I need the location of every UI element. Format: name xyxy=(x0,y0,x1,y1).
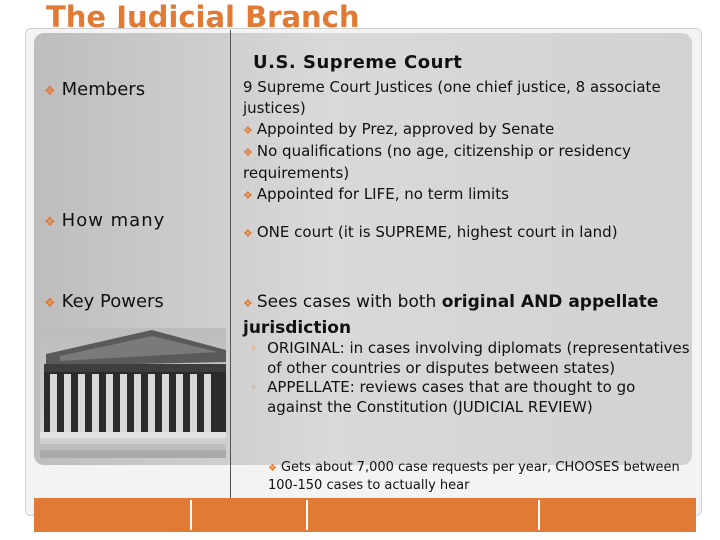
row-label-members: ❖Members xyxy=(44,79,146,100)
appellate-point: ◦APPELLATE: reviews cases that are thoug… xyxy=(250,378,636,416)
supreme-court-building-image xyxy=(40,328,226,458)
table-header: U.S. Supreme Court xyxy=(253,52,463,73)
bullet-icon: ❖ xyxy=(243,297,253,310)
key-powers-lead: ❖Sees cases with both original AND appel… xyxy=(243,292,659,338)
bottom-cell xyxy=(308,500,540,530)
members-line3: ❖No qualifications (no age, citizenship … xyxy=(243,142,631,182)
circle-bullet-icon: ◦ xyxy=(250,380,258,394)
key-powers-subpoints: ◦ORIGINAL: in cases involving diplomats … xyxy=(250,339,690,417)
bullet-icon: ❖ xyxy=(243,146,253,159)
members-line1: 9 Supreme Court Justices (one chief just… xyxy=(243,78,661,117)
circle-bullet-icon: ◦ xyxy=(250,341,258,355)
how-many-content: ❖ONE court (it is SUPREME, highest court… xyxy=(243,223,618,241)
members-line4: ❖Appointed for LIFE, no term limits xyxy=(243,185,509,203)
bullet-icon: ❖ xyxy=(243,189,253,202)
bullet-icon: ❖ xyxy=(268,463,277,474)
members-line2: ❖Appointed by Prez, approved by Senate xyxy=(243,120,555,138)
original-point: ◦ORIGINAL: in cases involving diplomats … xyxy=(250,339,690,377)
bullet-icon: ❖ xyxy=(243,124,253,137)
bullet-icon: ❖ xyxy=(44,296,56,311)
column-divider xyxy=(230,30,231,500)
bullet-icon: ❖ xyxy=(44,84,56,99)
members-content: 9 Supreme Court Justices (one chief just… xyxy=(243,77,688,206)
row-label-key-powers: ❖Key Powers xyxy=(44,291,164,312)
bottom-cell xyxy=(540,500,696,530)
bottom-cell xyxy=(34,500,192,530)
row-label-how-many: ❖How many xyxy=(44,210,166,231)
bullet-icon: ❖ xyxy=(243,227,253,240)
bottom-table-row xyxy=(34,498,696,532)
bottom-cell xyxy=(192,500,308,530)
case-requests-note: ❖Gets about 7,000 case requests per year… xyxy=(268,460,680,493)
bullet-icon: ❖ xyxy=(44,215,56,230)
